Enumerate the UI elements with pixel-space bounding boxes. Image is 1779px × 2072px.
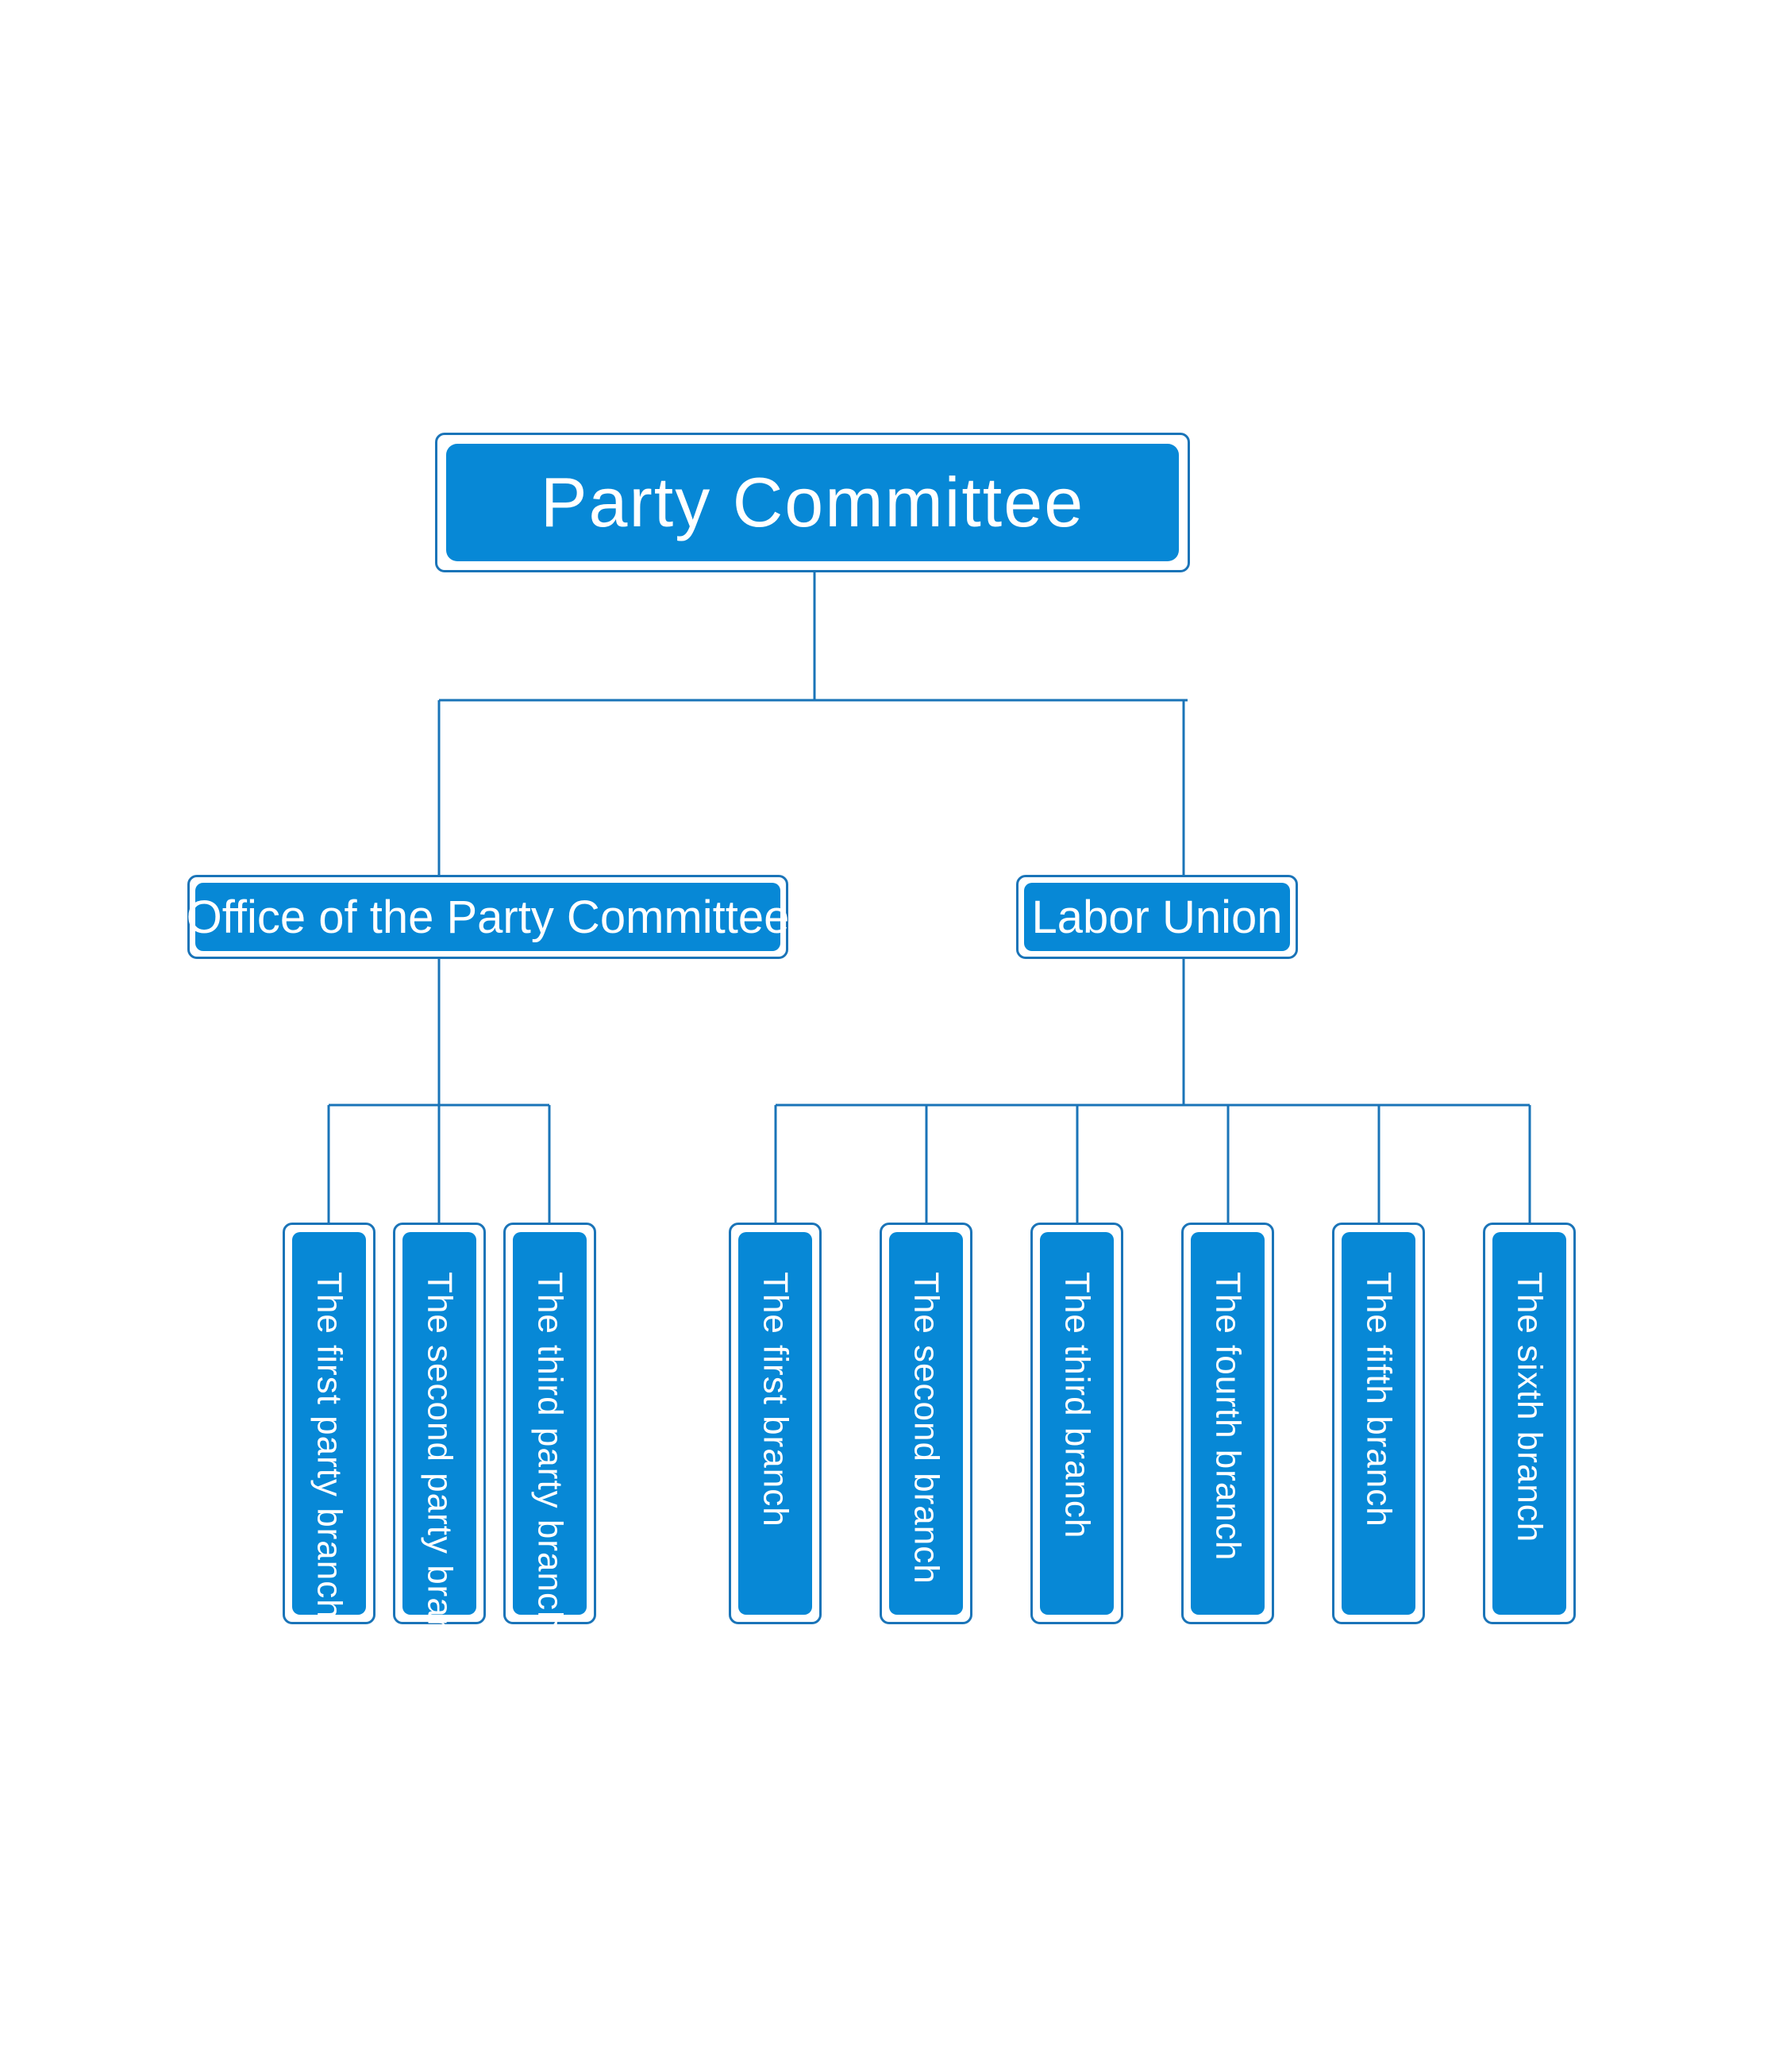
office-branch-1-label: The first party branch <box>310 1272 349 1619</box>
office-branch-3-box: The third party branch <box>503 1223 596 1631</box>
union-branch-4-box: The fourth branch <box>1181 1223 1274 1624</box>
party-committee-label: Party Committee <box>540 463 1085 541</box>
union-branch-1-box: The first branch <box>729 1223 822 1624</box>
union-branch-5-box: The fifth branch <box>1332 1223 1425 1624</box>
office-branch-2-label: The second party branch <box>420 1272 460 1677</box>
office-branch-2-box: The second party branch <box>393 1223 486 1677</box>
union-branch-3-box: The third branch <box>1030 1223 1123 1624</box>
party-committee-box: Party Committee <box>435 433 1190 572</box>
union-branch-6-label: The sixth branch <box>1510 1272 1550 1543</box>
union-branch-1-label: The first branch <box>756 1272 795 1527</box>
office-branch-3-label: The third party branch <box>530 1272 570 1631</box>
office-branch-1-box: The first party branch <box>283 1223 375 1624</box>
union-branch-2-box: The second branch <box>880 1223 972 1624</box>
union-branch-2-label: The second branch <box>907 1272 946 1585</box>
labor-union-label: Labor Union <box>1031 891 1283 943</box>
office-of-party-committee-label: Office of the Party Committee <box>186 891 790 943</box>
office-of-party-committee-box: Office of the Party Committee <box>186 875 790 959</box>
union-branch-5-label: The fifth branch <box>1359 1272 1399 1527</box>
union-branch-3-label: The third branch <box>1057 1272 1097 1539</box>
labor-union-box: Labor Union <box>1016 875 1298 959</box>
union-branch-4-label: The fourth branch <box>1208 1272 1248 1562</box>
union-branch-6-box: The sixth branch <box>1483 1223 1576 1624</box>
